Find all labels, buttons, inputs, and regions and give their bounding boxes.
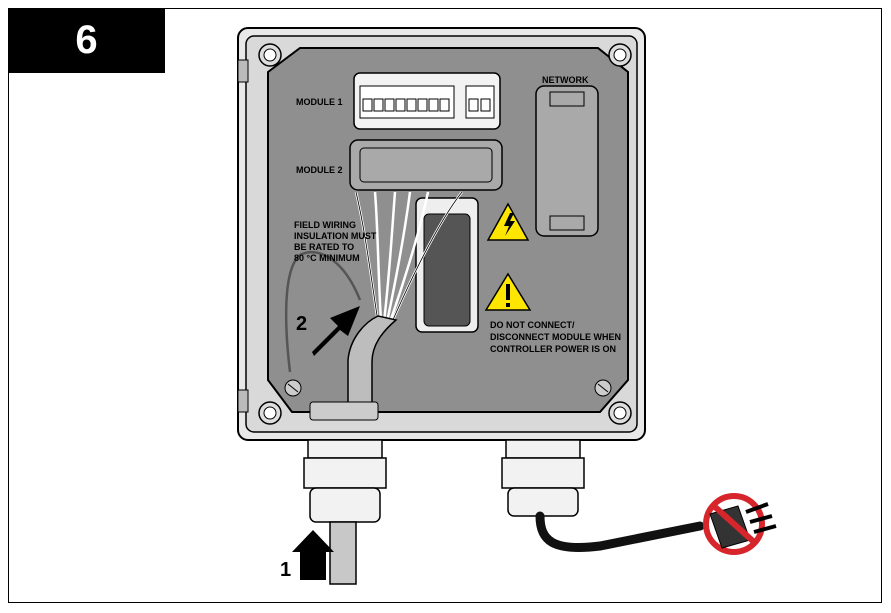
arrow-1 xyxy=(292,530,334,580)
panel-screw-left xyxy=(284,379,302,397)
module1-label: MODULE 1 xyxy=(296,97,343,107)
field-wiring-line1: FIELD WIRING xyxy=(294,220,356,230)
arrow-2 xyxy=(312,306,360,356)
module2-label: MODULE 2 xyxy=(296,165,343,175)
network-label: NETWORK xyxy=(542,75,589,85)
signal-cable xyxy=(347,315,398,413)
no-power-plug-icon xyxy=(703,493,777,555)
arrow-1-label: 1 xyxy=(280,559,291,581)
power-cord xyxy=(535,511,705,552)
screw-top-right xyxy=(608,43,632,67)
field-wiring-line3: BE RATED TO xyxy=(294,242,354,252)
arrow-2-label: 2 xyxy=(296,313,307,335)
warning-line3: CONTROLLER POWER IS ON xyxy=(490,344,616,354)
warning-line1: DO NOT CONNECT/ xyxy=(490,320,575,330)
screw-top-left xyxy=(258,43,282,67)
ground-wire xyxy=(284,250,362,373)
screw-bottom-right xyxy=(608,401,632,425)
panel-screw-right xyxy=(594,379,612,397)
module1-terminal-block xyxy=(353,72,501,130)
left-cable-gland xyxy=(303,439,387,585)
screw-bottom-left xyxy=(258,401,282,425)
right-cable-gland xyxy=(501,439,585,517)
field-wiring-line4: 80 °C MINIMUM xyxy=(294,253,360,263)
module2-block xyxy=(349,139,503,191)
step-number-badge: 6 xyxy=(8,8,165,73)
network-module-slot xyxy=(535,85,599,237)
module-connector-slot xyxy=(415,197,479,333)
electrical-hazard-icon xyxy=(486,202,530,241)
caution-icon xyxy=(484,272,532,311)
diagram-frame xyxy=(8,8,882,603)
warning-line2: DISCONNECT MODULE WHEN xyxy=(490,332,621,342)
field-wiring-line2: INSULATION MUST xyxy=(294,231,377,241)
cable-clamp xyxy=(309,401,379,421)
